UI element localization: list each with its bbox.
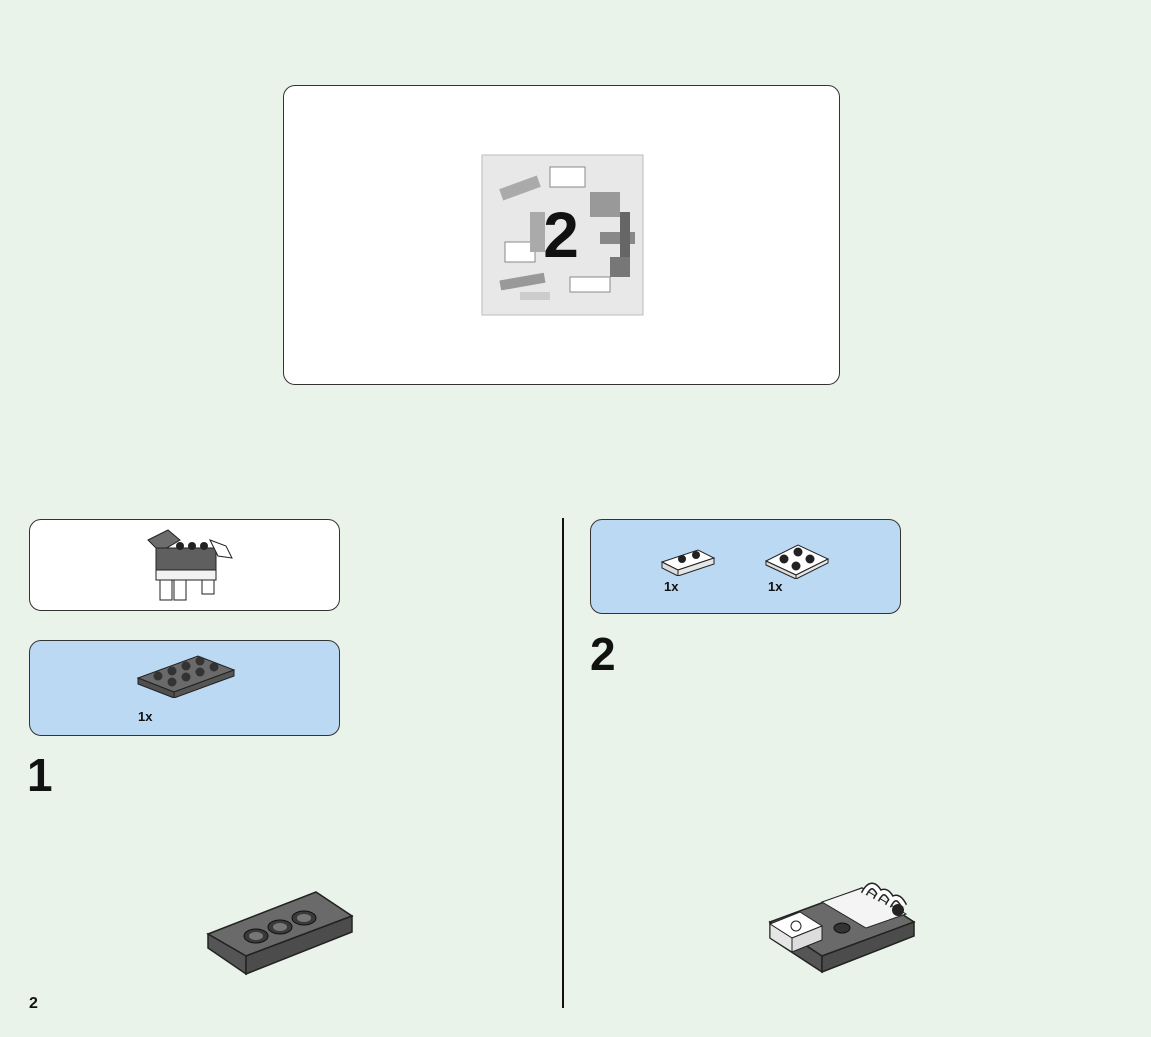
step-number: 1 bbox=[27, 749, 53, 801]
part-quantity: 1x bbox=[664, 579, 679, 594]
parts-bag-icon bbox=[481, 154, 644, 316]
part-quantity: 1x bbox=[138, 709, 153, 724]
plate-2x4-assembly-icon bbox=[206, 891, 354, 976]
parts-list-box bbox=[590, 519, 901, 614]
step-number: 2 bbox=[590, 628, 616, 680]
page-number: 2 bbox=[29, 995, 38, 1012]
plate-1x2-white-icon bbox=[660, 549, 716, 576]
column-divider bbox=[562, 518, 564, 1008]
step-2-assembly-icon bbox=[768, 882, 916, 974]
part-quantity: 1x bbox=[768, 579, 783, 594]
bag-number: 2 bbox=[543, 199, 579, 271]
horse-model-icon bbox=[147, 529, 233, 601]
plate-2x2-white-icon bbox=[764, 544, 830, 579]
plate-2x4-dark-gray-icon bbox=[136, 655, 236, 698]
